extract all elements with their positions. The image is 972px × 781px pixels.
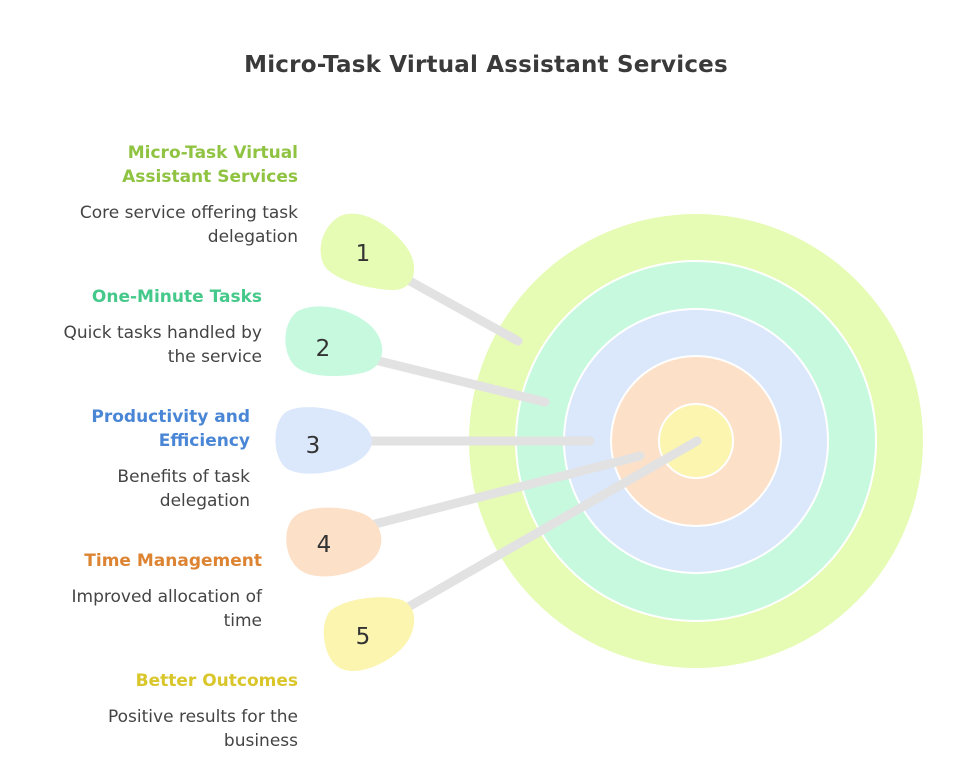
dart-flight-5 — [323, 597, 415, 672]
dart-shaft-5 — [405, 436, 702, 611]
item-block-3: Productivity and Efficiency Benefits of … — [40, 405, 250, 513]
item-heading-1: Micro-Task Virtual Assistant Services — [122, 143, 298, 187]
item-description-4: Improved allocation of time — [71, 587, 262, 631]
dart-number-4: 4 — [317, 532, 332, 558]
item-description-5: Positive results for the business — [108, 707, 298, 751]
diagram-title: Micro-Task Virtual Assistant Services — [244, 52, 728, 78]
dart-number-1: 1 — [356, 241, 371, 267]
dart-number-5: 5 — [356, 624, 371, 650]
dart-4: 4 — [286, 507, 382, 577]
item-heading-4: Time Management — [84, 551, 262, 571]
dart-number-2: 2 — [316, 336, 331, 362]
item-description-3: Benefits of task delegation — [117, 467, 250, 511]
item-description-2: Quick tasks handled by the service — [63, 323, 262, 367]
item-block-1: Micro-Task Virtual Assistant Services Co… — [60, 141, 298, 249]
dart-2: 2 — [285, 306, 383, 377]
dart-flight-3 — [275, 407, 372, 474]
dart-number-3: 3 — [306, 433, 321, 459]
dart-shaft-1 — [403, 275, 523, 346]
dart-shaft-2 — [370, 355, 550, 407]
item-block-4: Time Management Improved allocation of t… — [40, 549, 262, 633]
item-heading-2: One-Minute Tasks — [91, 287, 262, 307]
dart-3: 3 — [275, 407, 372, 474]
item-heading-5: Better Outcomes — [135, 671, 298, 691]
item-heading-3: Productivity and Efficiency — [91, 407, 250, 451]
dart-flight-1 — [320, 213, 415, 291]
item-block-5: Better Outcomes Positive results for the… — [60, 669, 298, 753]
item-block-2: One-Minute Tasks Quick tasks handled by … — [40, 285, 262, 369]
dart-flight-4 — [286, 507, 382, 577]
dart-1: 1 — [320, 213, 415, 291]
item-description-1: Core service offering task delegation — [79, 203, 298, 247]
dart-5: 5 — [323, 597, 415, 672]
dart-flight-2 — [285, 306, 383, 377]
dart-shaft-4 — [370, 451, 645, 529]
